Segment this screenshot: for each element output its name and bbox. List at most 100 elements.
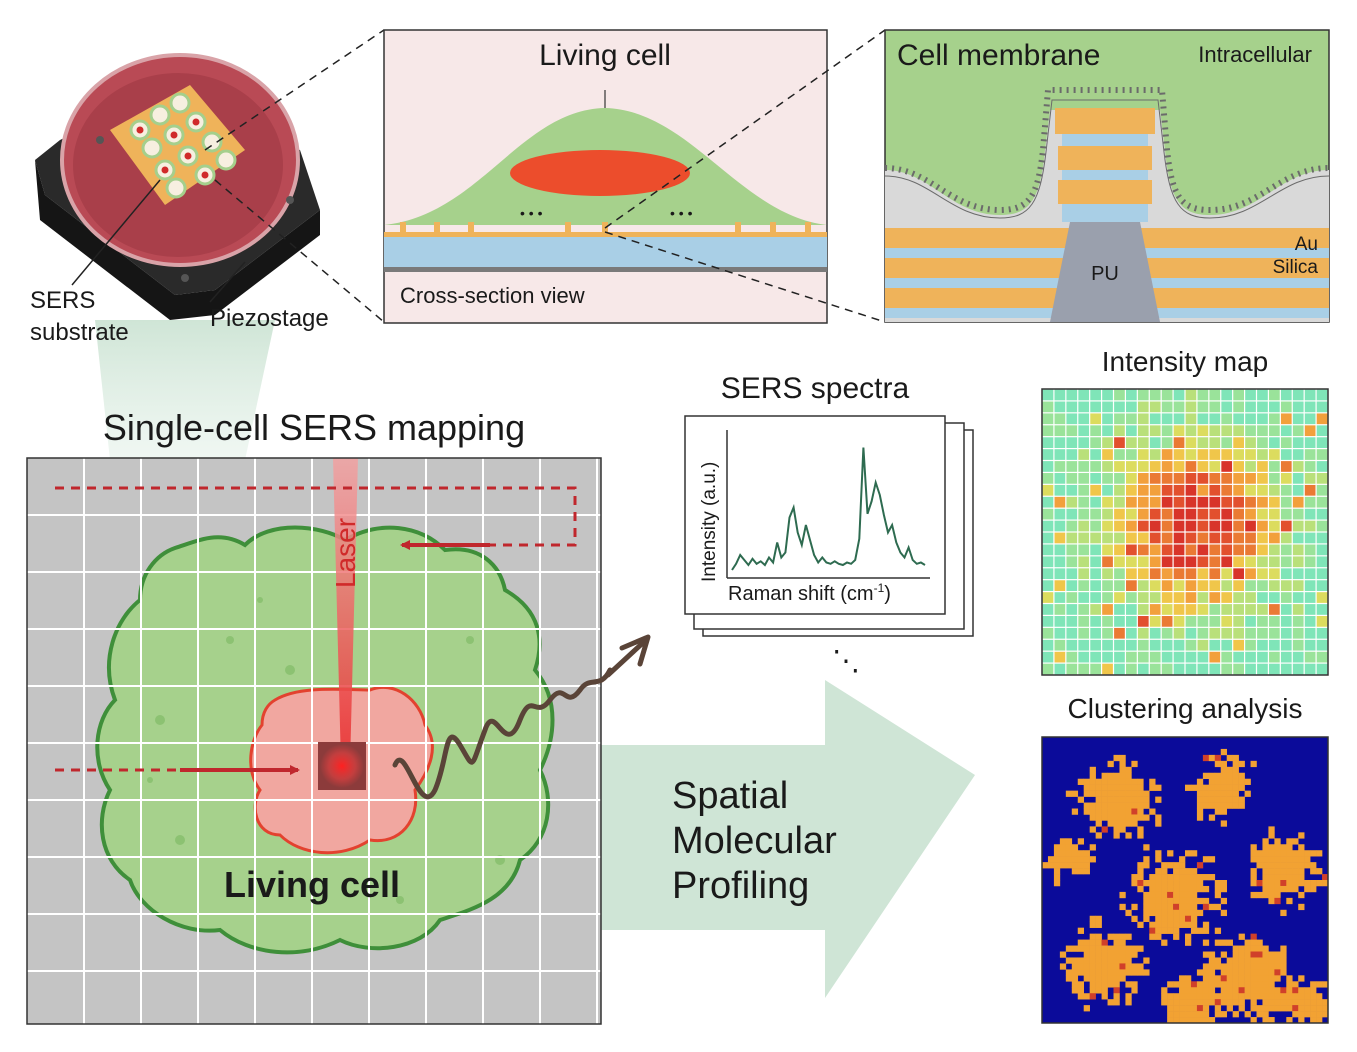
intensity-cell xyxy=(1209,425,1221,437)
cluster-cell xyxy=(1262,957,1269,964)
cell-membrane-label: Cell membrane xyxy=(897,39,1100,72)
intensity-cell xyxy=(1161,616,1173,627)
intensity-cell xyxy=(1316,651,1328,663)
intensity-cell xyxy=(1161,496,1173,508)
intensity-cell xyxy=(1292,425,1304,437)
cluster-cell xyxy=(1095,975,1102,982)
cluster-cell xyxy=(1322,1005,1329,1012)
cluster-cell xyxy=(1119,963,1126,970)
cluster-cell xyxy=(1220,778,1228,785)
cluster-cell xyxy=(1119,808,1126,815)
intensity-cell xyxy=(1269,651,1280,663)
cluster-cell xyxy=(1143,856,1150,863)
cluster-cell xyxy=(1185,903,1192,911)
intensity-cell xyxy=(1209,663,1221,675)
cluster-cell xyxy=(1125,784,1132,791)
stage-screw xyxy=(181,274,189,282)
cluster-cell xyxy=(1286,975,1293,982)
intensity-cell xyxy=(1126,532,1137,544)
cluster-cell xyxy=(1071,963,1079,970)
cluster-cell xyxy=(1125,820,1132,827)
cluster-cell xyxy=(1310,1017,1317,1024)
cluster-cell xyxy=(1059,850,1067,857)
cluster-cell xyxy=(1220,963,1228,970)
intensity-cell xyxy=(1126,520,1137,532)
cluster-cell xyxy=(1095,963,1102,970)
cluster-cell xyxy=(1107,790,1114,797)
intensity-cell xyxy=(1221,461,1233,472)
intensity-cell xyxy=(1245,639,1256,651)
cluster-cell xyxy=(1190,927,1198,934)
cluster-cell xyxy=(1268,1017,1275,1024)
cluster-cell xyxy=(1155,927,1162,934)
cluster-cell xyxy=(1185,897,1192,905)
cluster-cell xyxy=(1101,951,1108,958)
cluster-cell xyxy=(1190,891,1198,899)
cluster-cell xyxy=(1262,945,1269,952)
cluster-cell xyxy=(1268,987,1275,994)
cluster-cell xyxy=(1196,778,1204,785)
intensity-cell xyxy=(1221,639,1233,651)
cluster-cell xyxy=(1119,951,1126,958)
intensity-cell xyxy=(1090,544,1101,556)
cluster-cell xyxy=(1185,909,1192,917)
intensity-cell xyxy=(1269,580,1280,591)
cluster-cell xyxy=(1053,880,1061,887)
intensity-cell xyxy=(1280,496,1292,508)
cluster-cell xyxy=(1316,1005,1323,1012)
intensity-cell xyxy=(1292,473,1304,484)
intensity-cell xyxy=(1149,556,1161,568)
cluster-cell xyxy=(1208,856,1216,863)
cluster-cell xyxy=(1256,1011,1263,1018)
cluster-cell xyxy=(1173,891,1180,899)
intensity-cell xyxy=(1137,544,1149,556)
cluster-cell xyxy=(1196,1005,1204,1012)
intensity-cell xyxy=(1066,520,1078,532)
intensity-cell xyxy=(1102,449,1113,460)
intensity-cell xyxy=(1316,520,1328,532)
cluster-cell xyxy=(1256,957,1263,964)
cluster-cell xyxy=(1137,814,1144,821)
cluster-cell xyxy=(1274,957,1281,964)
intensity-cell xyxy=(1197,556,1209,568)
intensity-cell xyxy=(1316,639,1328,651)
intensity-cell xyxy=(1209,484,1221,496)
intensity-cell xyxy=(1280,556,1292,568)
intensity-cell xyxy=(1292,556,1304,568)
cluster-cell xyxy=(1095,832,1102,839)
cluster-cell xyxy=(1292,862,1299,869)
mapping-living-cell-label: Living cell xyxy=(224,864,400,905)
intensity-cell xyxy=(1292,568,1304,580)
cluster-cell xyxy=(1208,951,1216,958)
cluster-cell xyxy=(1262,1017,1269,1024)
cluster-cell xyxy=(1250,957,1257,964)
intensity-cell xyxy=(1078,580,1090,591)
intensity-cell xyxy=(1149,627,1161,639)
intensity-cell xyxy=(1042,616,1054,627)
intensity-cell xyxy=(1221,437,1233,448)
intensity-cell xyxy=(1292,508,1304,520)
intensity-cell xyxy=(1269,532,1280,544)
cluster-cell xyxy=(1190,993,1198,1000)
cluster-cell xyxy=(1280,856,1287,863)
mapping-frame xyxy=(26,457,602,1025)
intensity-cell xyxy=(1149,496,1161,508)
cluster-cell xyxy=(1107,760,1114,768)
intensity-cell xyxy=(1292,413,1304,425)
cluster-cell xyxy=(1107,969,1114,976)
intensity-cell xyxy=(1066,651,1078,663)
cluster-cell xyxy=(1190,897,1198,905)
intensity-cell xyxy=(1161,663,1173,675)
cluster-cell xyxy=(1196,987,1204,994)
scattering-wave xyxy=(392,667,613,800)
cluster-cell xyxy=(1137,862,1144,869)
cluster-cell xyxy=(1202,802,1210,809)
cluster-cell xyxy=(1161,915,1168,923)
intensity-cell xyxy=(1054,651,1066,663)
cluster-cell xyxy=(1298,903,1305,911)
cross-section-view-label: Cross-section view xyxy=(400,283,585,308)
cluster-cell xyxy=(1238,1005,1245,1012)
substrate-base xyxy=(384,267,827,272)
intensity-cell xyxy=(1245,461,1256,472)
cluster-cell xyxy=(1071,957,1079,964)
